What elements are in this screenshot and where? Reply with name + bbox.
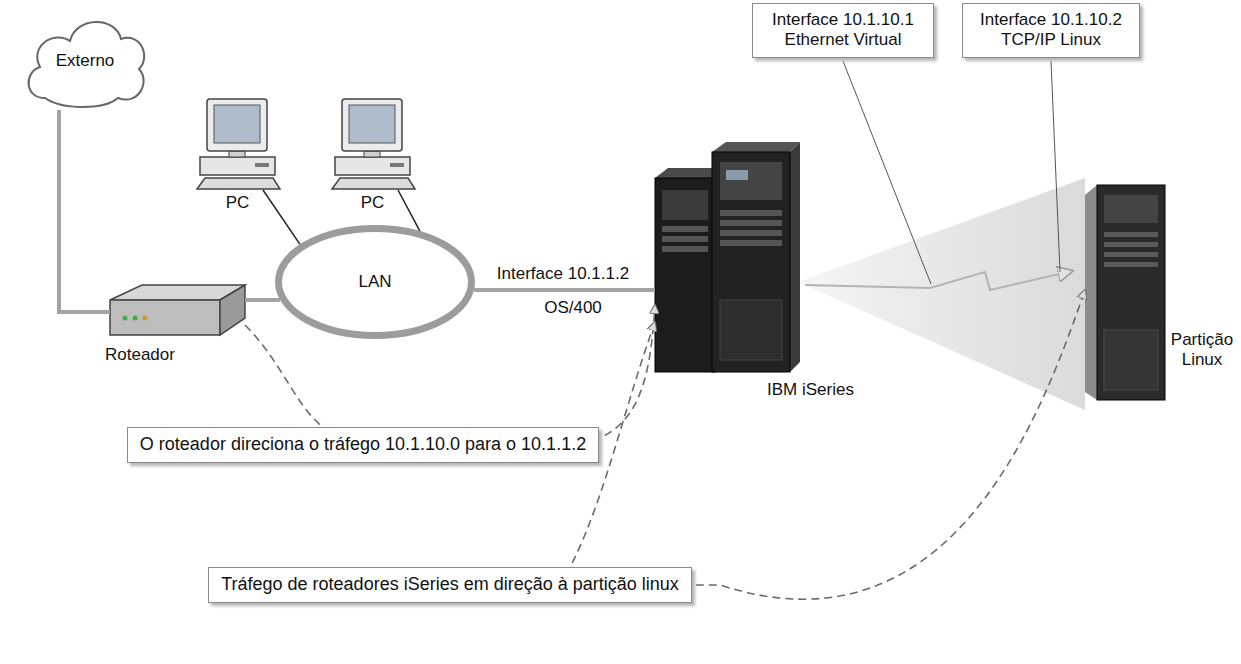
pc-icon <box>197 99 280 189</box>
rack-panel <box>1104 195 1158 223</box>
rack-slot <box>1104 252 1158 257</box>
cabinet-right <box>712 152 790 372</box>
pc-node: PC <box>195 95 280 190</box>
router-icon <box>110 285 245 335</box>
drive-slot <box>662 226 708 232</box>
cabinet-grille <box>720 300 782 360</box>
router-node: Roteador <box>110 285 245 335</box>
traffic-arrow <box>245 305 655 445</box>
caption-box: Tráfego de roteadores iSeries em direção… <box>208 567 692 603</box>
rack-grille <box>1104 330 1158 390</box>
node-label: IBM iSeries <box>767 380 854 400</box>
cabinet-panel <box>662 190 708 220</box>
network-link <box>245 298 280 302</box>
network-link <box>474 288 655 292</box>
leader-line <box>1051 61 1060 272</box>
cloud-path <box>29 22 145 107</box>
virtual-link <box>805 271 1072 290</box>
cabinet-left <box>655 178 715 372</box>
router-led <box>123 316 128 321</box>
cabinet-side <box>790 142 800 372</box>
pc-node: PC <box>330 95 415 190</box>
cabinet-top <box>712 142 800 152</box>
network-link <box>59 110 110 312</box>
drive-slot <box>720 210 782 216</box>
drive-slot <box>720 230 782 236</box>
leader-line <box>843 61 931 284</box>
linux-rack <box>1085 185 1165 400</box>
drive-slot <box>720 240 782 246</box>
caption-box: O roteador direciona o tráfego 10.1.10.0… <box>127 427 599 463</box>
router-led <box>143 316 148 321</box>
drive-slot <box>662 246 708 252</box>
router-side <box>220 285 245 335</box>
network-link <box>398 190 420 231</box>
rack-slot <box>1104 262 1158 267</box>
server-node: IBM iSeries <box>655 148 790 372</box>
node-label: Partição Linux <box>1167 330 1237 371</box>
node-label: PC <box>195 193 280 213</box>
node-label: Externo <box>56 51 115 71</box>
iseries-server <box>655 142 800 372</box>
partition-node: Partição Linux <box>1085 185 1165 400</box>
rack-side <box>1085 185 1097 400</box>
lan-ellipse <box>279 229 472 336</box>
virtual-beam <box>798 178 1085 410</box>
rack-front <box>1097 185 1165 400</box>
pc-icon <box>332 99 415 189</box>
node-label: LAN <box>358 272 391 292</box>
drive-slot <box>720 220 782 226</box>
node-label: Interface 10.1.10.2 TCP/IP Linux <box>973 10 1129 51</box>
cloud-shape: Externo <box>20 12 150 110</box>
router-front <box>110 300 220 335</box>
operator-panel <box>726 170 748 180</box>
node-label: PC <box>330 193 415 213</box>
edge-label: Interface 10.1.1.2 <box>494 264 632 284</box>
traffic-arrow <box>560 290 1085 599</box>
rack-slot <box>1104 242 1158 247</box>
callout-box: Interface 10.1.10.1 Ethernet Virtual <box>752 3 934 58</box>
rack-slot <box>1104 232 1158 237</box>
drive-slot <box>662 236 708 242</box>
lan-ring: LAN <box>275 225 475 339</box>
network-link <box>263 190 300 244</box>
cabinet-panel <box>720 162 782 200</box>
callout-box: Interface 10.1.10.2 TCP/IP Linux <box>962 3 1140 58</box>
router-led <box>133 316 138 321</box>
interface-label: OS/400 <box>542 298 604 318</box>
node-label: Roteador <box>105 345 175 365</box>
node-label: Interface 10.1.10.1 Ethernet Virtual <box>763 10 923 51</box>
